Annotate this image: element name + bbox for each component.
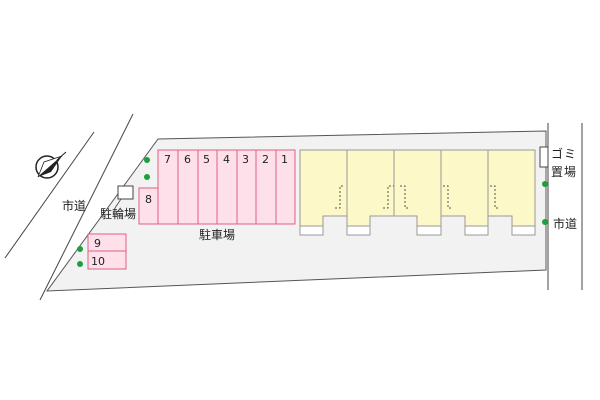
tree-dot bbox=[542, 219, 548, 225]
unit-stair-dashes bbox=[383, 185, 394, 209]
garbage-label-char: 場 bbox=[564, 165, 576, 179]
unit-stair-dashes bbox=[490, 185, 500, 209]
parking-stall-10 bbox=[87, 250, 127, 270]
garbage-area bbox=[539, 146, 549, 168]
tree-dot bbox=[77, 246, 83, 252]
bicycle-parking-leader bbox=[114, 198, 122, 209]
apartment-building bbox=[299, 149, 536, 236]
building-unit bbox=[393, 149, 442, 227]
tree-dot bbox=[542, 181, 548, 187]
stall-number: 8 bbox=[145, 193, 152, 206]
stall-number: 1 bbox=[281, 153, 288, 166]
stall-number: 3 bbox=[242, 153, 249, 166]
stall-number: 5 bbox=[203, 153, 210, 166]
stall-number: 7 bbox=[164, 153, 171, 166]
stall-number: 4 bbox=[223, 153, 230, 166]
parking-stall-row bbox=[157, 149, 296, 225]
tree-dot bbox=[77, 261, 83, 267]
road-label-right: 市道 bbox=[553, 216, 577, 231]
garbage-label-char: ミ bbox=[564, 147, 576, 161]
road-left-edge-outer bbox=[4, 131, 95, 259]
stall-number: 9 bbox=[94, 237, 101, 250]
unit-entrance bbox=[346, 225, 371, 236]
parking-stall-8 bbox=[138, 187, 159, 225]
stall-number: 6 bbox=[184, 153, 191, 166]
stall-number: 2 bbox=[262, 153, 269, 166]
parking-label: 駐車場 bbox=[199, 227, 235, 242]
road-label-left: 市道 bbox=[62, 198, 86, 213]
bicycle-parking-area bbox=[117, 185, 134, 200]
building-unit bbox=[346, 149, 395, 227]
garbage-label-char: ゴ bbox=[551, 146, 563, 161]
building-unit bbox=[440, 149, 489, 227]
unit-stair-dashes bbox=[443, 185, 453, 209]
building-unit bbox=[487, 149, 536, 227]
unit-entrance bbox=[464, 225, 489, 236]
unit-entrance bbox=[416, 225, 442, 236]
parking-stall bbox=[275, 149, 296, 225]
north-arrow-icon bbox=[35, 151, 67, 179]
unit-stair-dashes bbox=[400, 185, 410, 209]
stall-number: 10 bbox=[91, 255, 105, 268]
tree-dot bbox=[144, 157, 150, 163]
bicycle-parking-label: 駐輪場 bbox=[100, 206, 136, 221]
unit-stair-dashes bbox=[335, 185, 345, 209]
garbage-label-char: 置 bbox=[551, 165, 563, 179]
unit-entrance bbox=[299, 225, 324, 236]
tree-dot bbox=[144, 174, 150, 180]
unit-entrance bbox=[511, 225, 536, 236]
road-left-edge-inner bbox=[39, 113, 134, 301]
